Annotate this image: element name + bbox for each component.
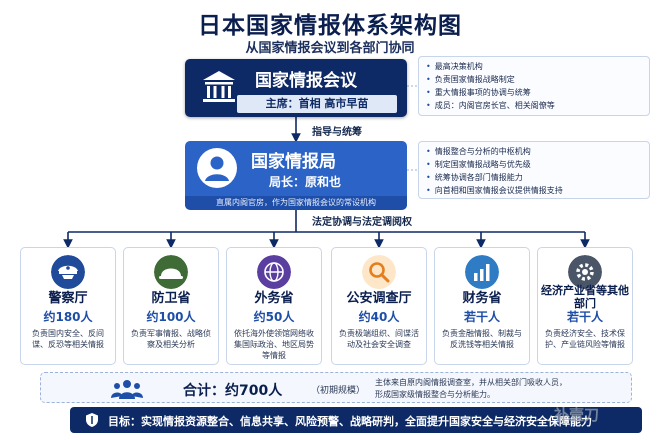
department-count: 若干人 — [566, 310, 603, 324]
total-staff-bar: 合计：约700人 （初期规模） 主体来自原内阁情报调查室，并从相关部门吸收人员，… — [40, 372, 632, 403]
total-desc-line: 形成国家级情报整合与分析能力。 — [375, 390, 495, 399]
bureau-note-item: 制定国家情报战略与优先级 — [426, 158, 642, 171]
department-name: 警察厅 — [48, 291, 88, 306]
department-card-finance: 财务省 若干人 负责金融情报、制裁与反洗钱等相关情报 — [434, 247, 530, 365]
total-note: （初期规模） — [311, 386, 366, 396]
department-count: 若干人 — [463, 310, 500, 324]
government-building-icon — [203, 71, 235, 102]
council-note: 负责国家情报战略制定 — [426, 73, 642, 86]
department-name: 外务省 — [254, 291, 294, 306]
council-name: 国家情报会议 — [255, 71, 357, 91]
department-card-public-security: 公安调查厅 约40人 负责极端组织、间谍活动及社会安全调查 — [331, 247, 427, 365]
goal-banner: 目标：实现情报资源整合、信息共享、风险预警、战略研判，全面提升国家安全与经济安全… — [70, 407, 642, 433]
department-desc: 负责金融情报、制裁与反洗钱等相关情报 — [442, 329, 522, 349]
council-note: 成员：内阁官房长官、相关阁僚等 — [426, 99, 642, 112]
department-name: 财务省 — [462, 291, 502, 306]
police-cap-icon — [51, 255, 85, 289]
department-desc: 负责军事情报、战略侦察及相关分析 — [131, 329, 211, 349]
person-avatar-icon — [197, 148, 237, 188]
department-desc: 负责国内安全、反间谍、反恐等相关情报 — [32, 329, 104, 349]
bar-chart-icon — [465, 255, 499, 289]
department-card-economy: 经济产业省等其他部门 若干人 负责经济安全、技术保护、产业链风险等情报 — [537, 247, 633, 365]
people-group-icon — [111, 380, 143, 399]
department-desc: 依托海外使领馆网络收集国际政治、地区局势等情报 — [234, 329, 314, 360]
department-card-police: 警察厅 约180人 负责国内安全、反间谍、反恐等相关情报 — [20, 247, 116, 365]
bureau-notes: 情报整合与分析的中枢机构 制定国家情报战略与优先级 统筹协调各部门情报能力 向首… — [418, 141, 650, 199]
bureau-name: 国家情报局 — [251, 152, 336, 172]
council-note: 重大情报事项的协调与统筹 — [426, 86, 642, 99]
department-count: 约180人 — [43, 310, 93, 324]
department-desc: 负责极端组织、间谍活动及社会安全调查 — [339, 329, 419, 349]
department-count: 约40人 — [358, 310, 400, 324]
department-card-foreign-affairs: 外务省 约50人 依托海外使领馆网络收集国际政治、地区局势等情报 — [226, 247, 322, 365]
magnifier-icon — [362, 255, 396, 289]
department-card-defense: 防卫省 约100人 负责军事情报、战略侦察及相关分析 — [123, 247, 219, 365]
total-label: 合计：约700人 — [183, 383, 283, 399]
department-desc: 负责经济安全、技术保护、产业链风险等情报 — [545, 329, 625, 349]
watermark: 补壹刀 — [554, 406, 600, 424]
department-count: 约50人 — [253, 310, 295, 324]
department-name: 经济产业省等其他部门 — [541, 284, 629, 310]
edge-label-coordination: 法定协调与法定调阅权 — [312, 217, 412, 228]
council-note: 最高决策机构 — [426, 60, 642, 73]
diagram-subtitle: 从国家情报会议到各部门协同 — [245, 41, 415, 56]
bureau-note-item: 情报整合与分析的中枢机构 — [426, 145, 642, 158]
total-description: 主体来自原内阁情报调查室，并从相关部门吸收人员， 形成国家级情报整合与分析能力。 — [375, 377, 567, 401]
department-count: 约100人 — [146, 310, 196, 324]
council-chair: 主席：首相 高市早苗 — [237, 95, 397, 113]
diagram-title: 日本国家情报体系架构图 — [198, 13, 462, 39]
national-intelligence-council-box: 国家情报会议 主席：首相 高市早苗 — [185, 59, 407, 117]
bureau-note-item: 向首相和国家情报会议提供情报支持 — [426, 184, 642, 197]
department-drop-arrows — [63, 232, 590, 249]
council-notes: 最高决策机构 负责国家情报战略制定 重大情报事项的协调与统筹 成员：内阁官房长官… — [418, 56, 650, 116]
gear-icon — [568, 255, 602, 289]
department-name: 公安调查厅 — [346, 291, 412, 306]
national-intelligence-bureau-box: 国家情报局 局长：原和也 — [185, 141, 407, 196]
military-helmet-icon — [154, 255, 188, 289]
total-desc-line: 主体来自原内阁情报调查室，并从相关部门吸收人员， — [375, 378, 567, 387]
shield-icon — [86, 413, 98, 427]
department-name: 防卫省 — [151, 291, 191, 306]
bureau-note: 直属内阁官房，作为国家情报会议的常设机构 — [185, 196, 407, 210]
edge-label-guidance: 指导与统筹 — [312, 127, 362, 138]
globe-icon — [257, 255, 291, 289]
bureau-note-item: 统筹协调各部门情报能力 — [426, 171, 642, 184]
goal-text: 目标：实现情报资源整合、信息共享、风险预警、战略研判，全面提升国家安全与经济安全… — [108, 415, 592, 428]
bureau-chief: 局长：原和也 — [269, 175, 342, 189]
